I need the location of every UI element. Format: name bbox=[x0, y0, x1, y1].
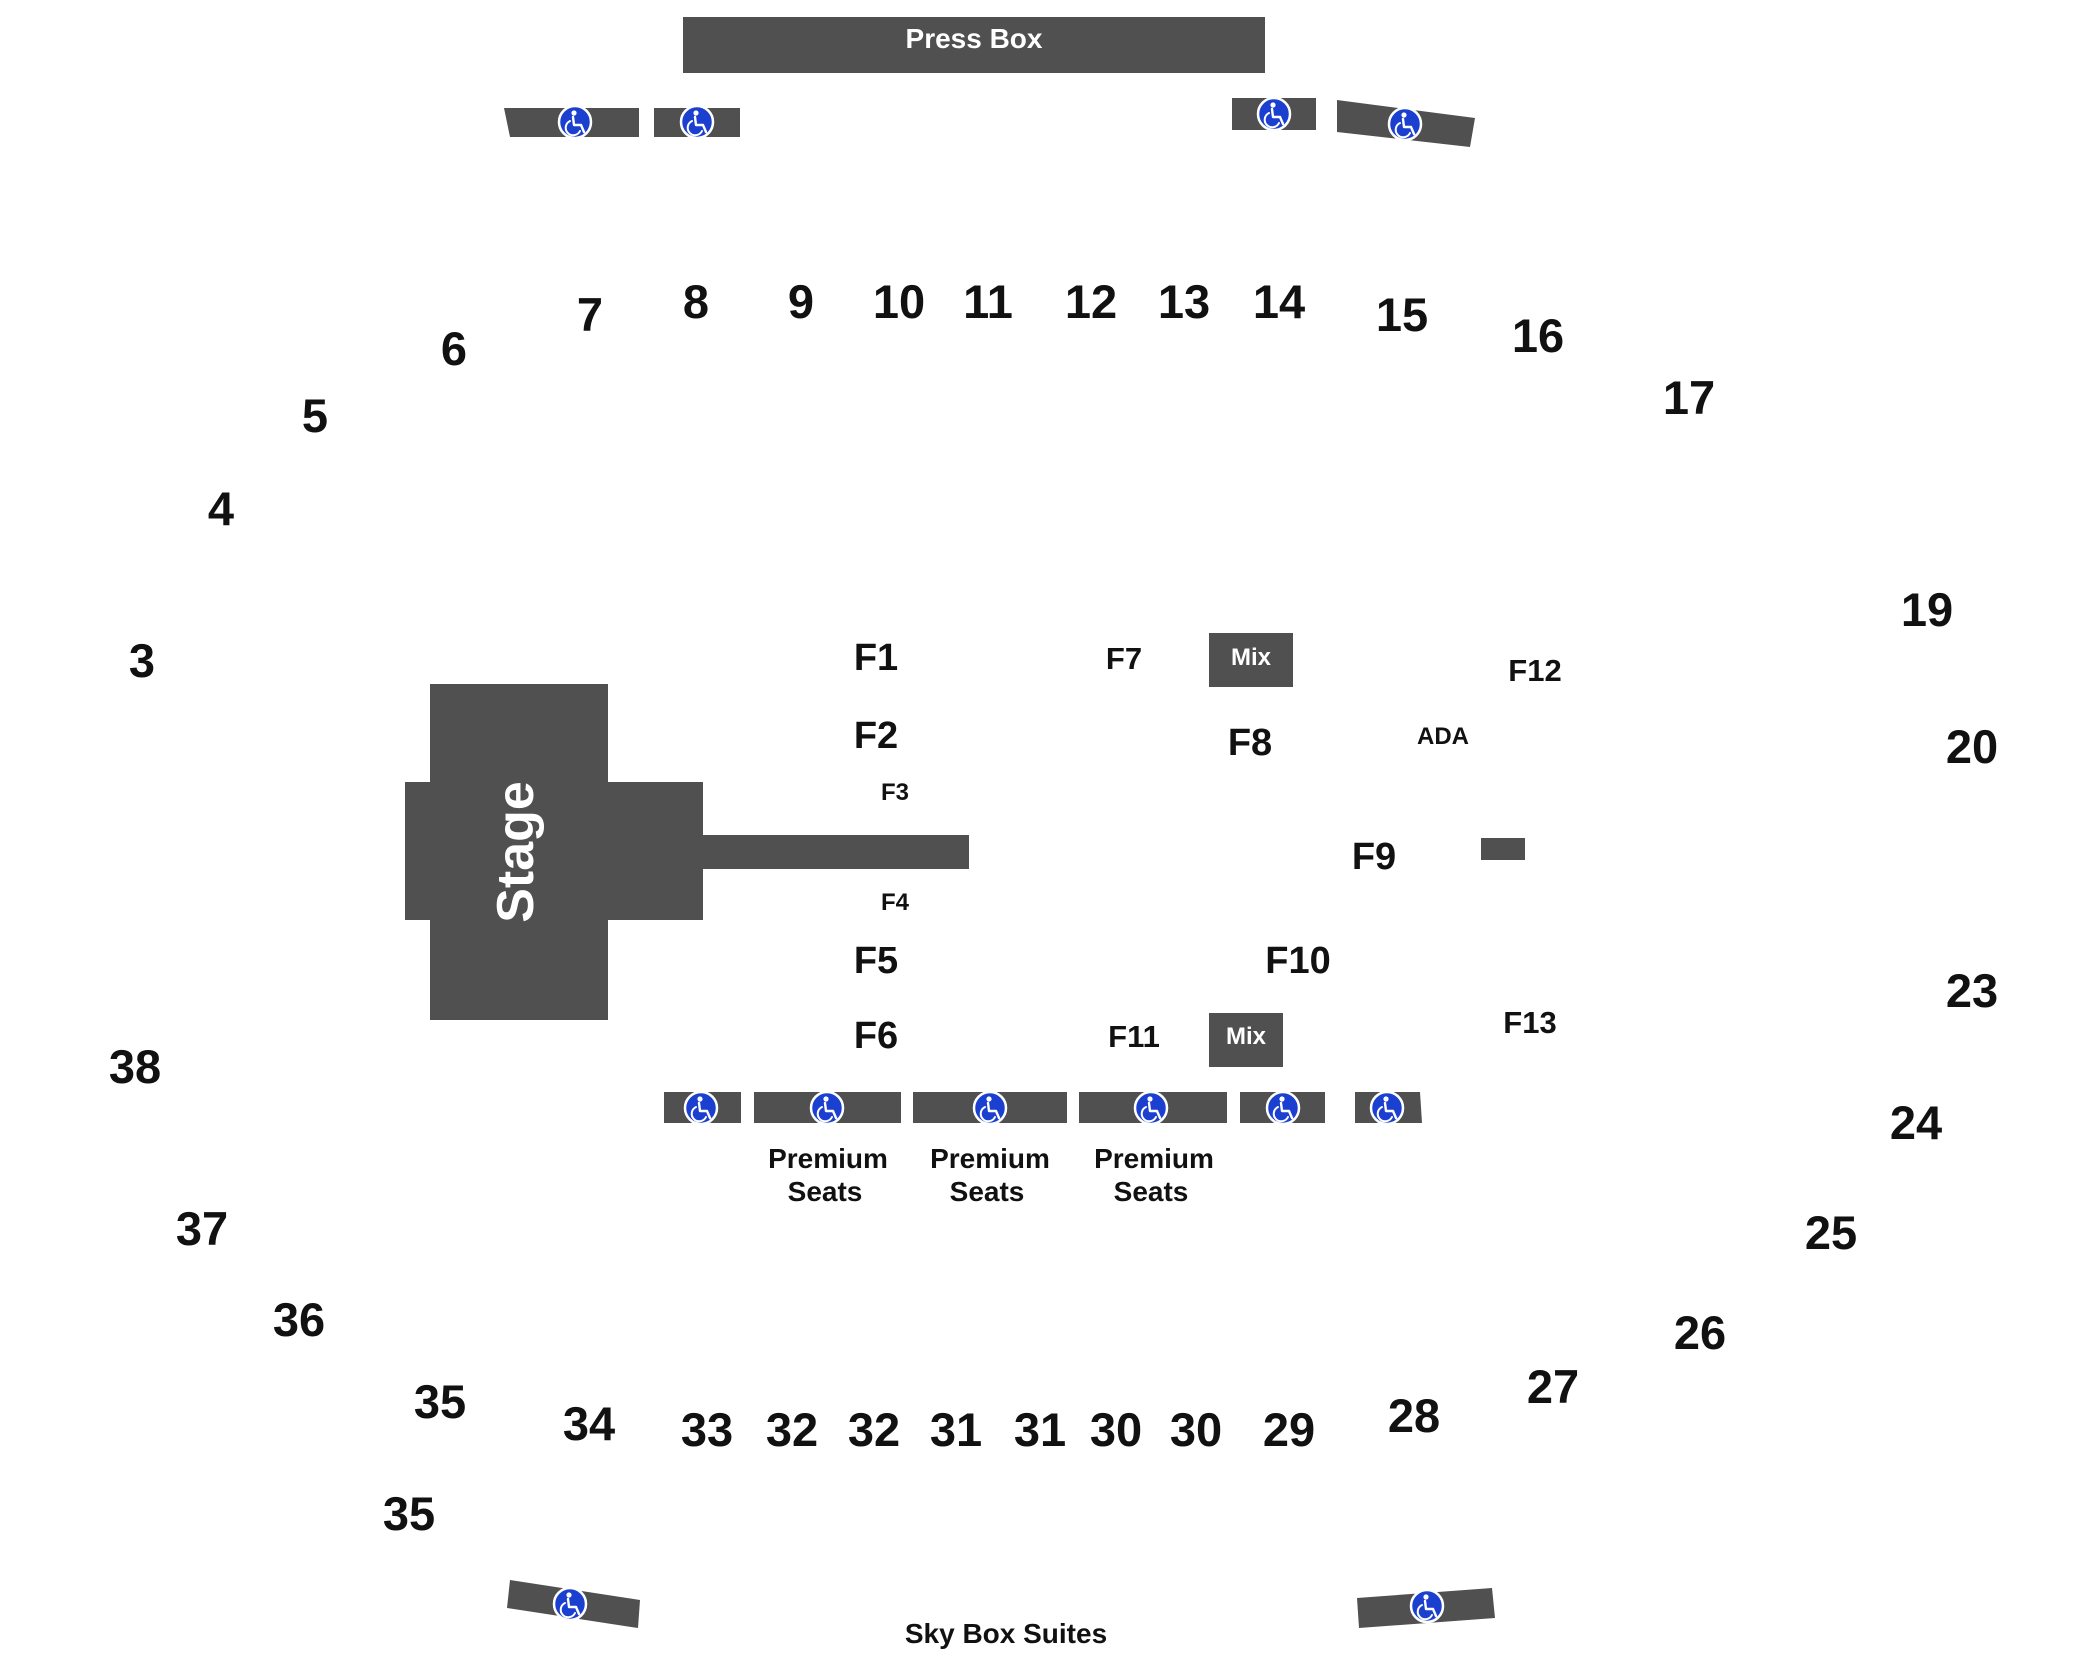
section-7[interactable]: 7 bbox=[577, 288, 603, 341]
press-box[interactable]: Press Box bbox=[683, 17, 1265, 73]
wheelchair-icon bbox=[683, 1090, 719, 1126]
svg-text:Premium: Premium bbox=[768, 1143, 888, 1174]
svg-text:Premium: Premium bbox=[1094, 1143, 1214, 1174]
section-16[interactable]: 16 bbox=[1512, 309, 1564, 362]
ada-platform[interactable] bbox=[1481, 838, 1525, 860]
ada-block-bottom-2[interactable] bbox=[1240, 1090, 1325, 1126]
section-24[interactable]: 24 bbox=[1890, 1096, 1942, 1149]
section-15[interactable]: 15 bbox=[1376, 288, 1428, 341]
ada-block-top-3[interactable] bbox=[1232, 96, 1316, 132]
premium-block-2[interactable] bbox=[913, 1090, 1067, 1126]
section-4[interactable]: 4 bbox=[208, 482, 234, 535]
sky-box-suites-label: Sky Box Suites bbox=[905, 1618, 1107, 1649]
section-38[interactable]: 38 bbox=[109, 1040, 161, 1093]
wheelchair-icon bbox=[972, 1090, 1008, 1126]
section-10[interactable]: 10 bbox=[873, 275, 925, 328]
floor-section-f12[interactable]: F12 bbox=[1508, 653, 1561, 688]
floor-section-f6[interactable]: F6 bbox=[854, 1015, 898, 1057]
section-13[interactable]: 13 bbox=[1158, 275, 1210, 328]
svg-text:Seats: Seats bbox=[1114, 1176, 1189, 1207]
section-35a[interactable]: 35 bbox=[414, 1375, 466, 1428]
stage-label: Stage bbox=[487, 781, 545, 923]
section-31a[interactable]: 31 bbox=[930, 1403, 982, 1456]
svg-text:Seats: Seats bbox=[950, 1176, 1025, 1207]
section-8[interactable]: 8 bbox=[683, 275, 709, 328]
section-25[interactable]: 25 bbox=[1805, 1206, 1857, 1259]
section-11[interactable]: 11 bbox=[963, 275, 1013, 328]
section-34[interactable]: 34 bbox=[563, 1397, 615, 1450]
section-27[interactable]: 27 bbox=[1527, 1360, 1579, 1413]
wheelchair-icon bbox=[679, 104, 715, 140]
press-box-label: Press Box bbox=[906, 23, 1043, 54]
mix-label-lower: Mix bbox=[1226, 1023, 1267, 1050]
section-5[interactable]: 5 bbox=[302, 389, 328, 442]
floor-section-f11[interactable]: F11 bbox=[1108, 1019, 1160, 1054]
section-32b[interactable]: 32 bbox=[848, 1403, 900, 1456]
floor-section-f3[interactable]: F3 bbox=[881, 779, 909, 806]
floor-section-f2[interactable]: F2 bbox=[854, 715, 898, 757]
ada-block-bottom-1[interactable] bbox=[664, 1090, 741, 1126]
floor-section-f1[interactable]: F1 bbox=[854, 637, 898, 679]
section-19[interactable]: 19 bbox=[1901, 583, 1953, 636]
ada-block-top-4[interactable] bbox=[1337, 100, 1475, 147]
svg-text:Premium: Premium bbox=[930, 1143, 1050, 1174]
ada-block-bottom-3[interactable] bbox=[1355, 1090, 1422, 1126]
section-23[interactable]: 23 bbox=[1946, 964, 1998, 1017]
premium-seats-label-1: Premium Seats bbox=[768, 1143, 888, 1207]
sky-box-left[interactable] bbox=[507, 1580, 640, 1628]
floor-section-f9[interactable]: F9 bbox=[1352, 836, 1396, 878]
premium-seats-label-3: Premium Seats bbox=[1094, 1143, 1214, 1207]
section-6[interactable]: 6 bbox=[441, 322, 467, 375]
sky-box-right[interactable] bbox=[1357, 1588, 1495, 1628]
section-17[interactable]: 17 bbox=[1663, 371, 1715, 424]
floor-section-f10[interactable]: F10 bbox=[1265, 940, 1330, 982]
section-36[interactable]: 36 bbox=[273, 1293, 325, 1346]
ada-block-top-1[interactable] bbox=[504, 104, 639, 140]
section-30a[interactable]: 30 bbox=[1090, 1403, 1142, 1456]
section-35b[interactable]: 35 bbox=[383, 1487, 435, 1540]
section-28[interactable]: 28 bbox=[1388, 1389, 1440, 1442]
section-3[interactable]: 3 bbox=[129, 634, 155, 687]
wheelchair-icon bbox=[1409, 1588, 1445, 1624]
mix-label-upper: Mix bbox=[1231, 644, 1272, 671]
section-12[interactable]: 12 bbox=[1065, 275, 1117, 328]
wheelchair-icon bbox=[1133, 1090, 1169, 1126]
svg-text:Seats: Seats bbox=[788, 1176, 863, 1207]
wheelchair-icon bbox=[557, 104, 593, 140]
section-26[interactable]: 26 bbox=[1674, 1306, 1726, 1359]
section-31b[interactable]: 31 bbox=[1014, 1403, 1066, 1456]
floor-section-f4[interactable]: F4 bbox=[881, 889, 910, 916]
premium-block-3[interactable] bbox=[1079, 1090, 1227, 1126]
mix-position-lower: Mix bbox=[1209, 1013, 1283, 1067]
wheelchair-icon bbox=[1387, 106, 1423, 142]
wheelchair-icon bbox=[1369, 1090, 1405, 1126]
section-30b[interactable]: 30 bbox=[1170, 1403, 1222, 1456]
section-37[interactable]: 37 bbox=[176, 1202, 228, 1255]
section-9[interactable]: 9 bbox=[788, 275, 814, 328]
section-32a[interactable]: 32 bbox=[766, 1403, 818, 1456]
section-14[interactable]: 14 bbox=[1253, 275, 1305, 328]
mix-position-upper: Mix bbox=[1209, 633, 1293, 687]
stage: Stage bbox=[405, 684, 969, 1020]
wheelchair-icon bbox=[552, 1586, 588, 1622]
premium-seats-label-2: Premium Seats bbox=[930, 1143, 1050, 1207]
section-20[interactable]: 20 bbox=[1946, 720, 1998, 773]
wheelchair-icon bbox=[1256, 96, 1292, 132]
wheelchair-icon bbox=[809, 1090, 845, 1126]
ada-block-top-2[interactable] bbox=[654, 104, 740, 140]
wheelchair-icon bbox=[1265, 1090, 1301, 1126]
floor-section-f8[interactable]: F8 bbox=[1228, 722, 1272, 764]
floor-section-f5[interactable]: F5 bbox=[854, 940, 898, 982]
section-29[interactable]: 29 bbox=[1263, 1403, 1315, 1456]
section-33[interactable]: 33 bbox=[681, 1403, 733, 1456]
ada-label: ADA bbox=[1417, 723, 1469, 750]
floor-section-f13[interactable]: F13 bbox=[1503, 1005, 1556, 1040]
premium-block-1[interactable] bbox=[754, 1090, 901, 1126]
floor-section-f7[interactable]: F7 bbox=[1106, 641, 1142, 676]
